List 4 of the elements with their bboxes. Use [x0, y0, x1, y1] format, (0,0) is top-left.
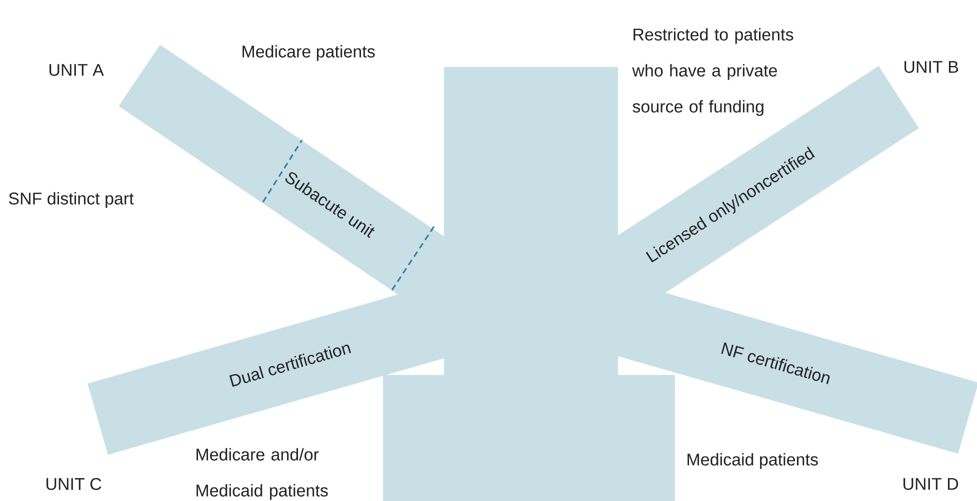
text-label: UNIT C — [46, 478, 102, 490]
text-label: Medicaid patients — [688, 453, 818, 469]
text-label: UNIT D — [904, 478, 958, 490]
text-label: Medicare patients — [242, 45, 375, 61]
